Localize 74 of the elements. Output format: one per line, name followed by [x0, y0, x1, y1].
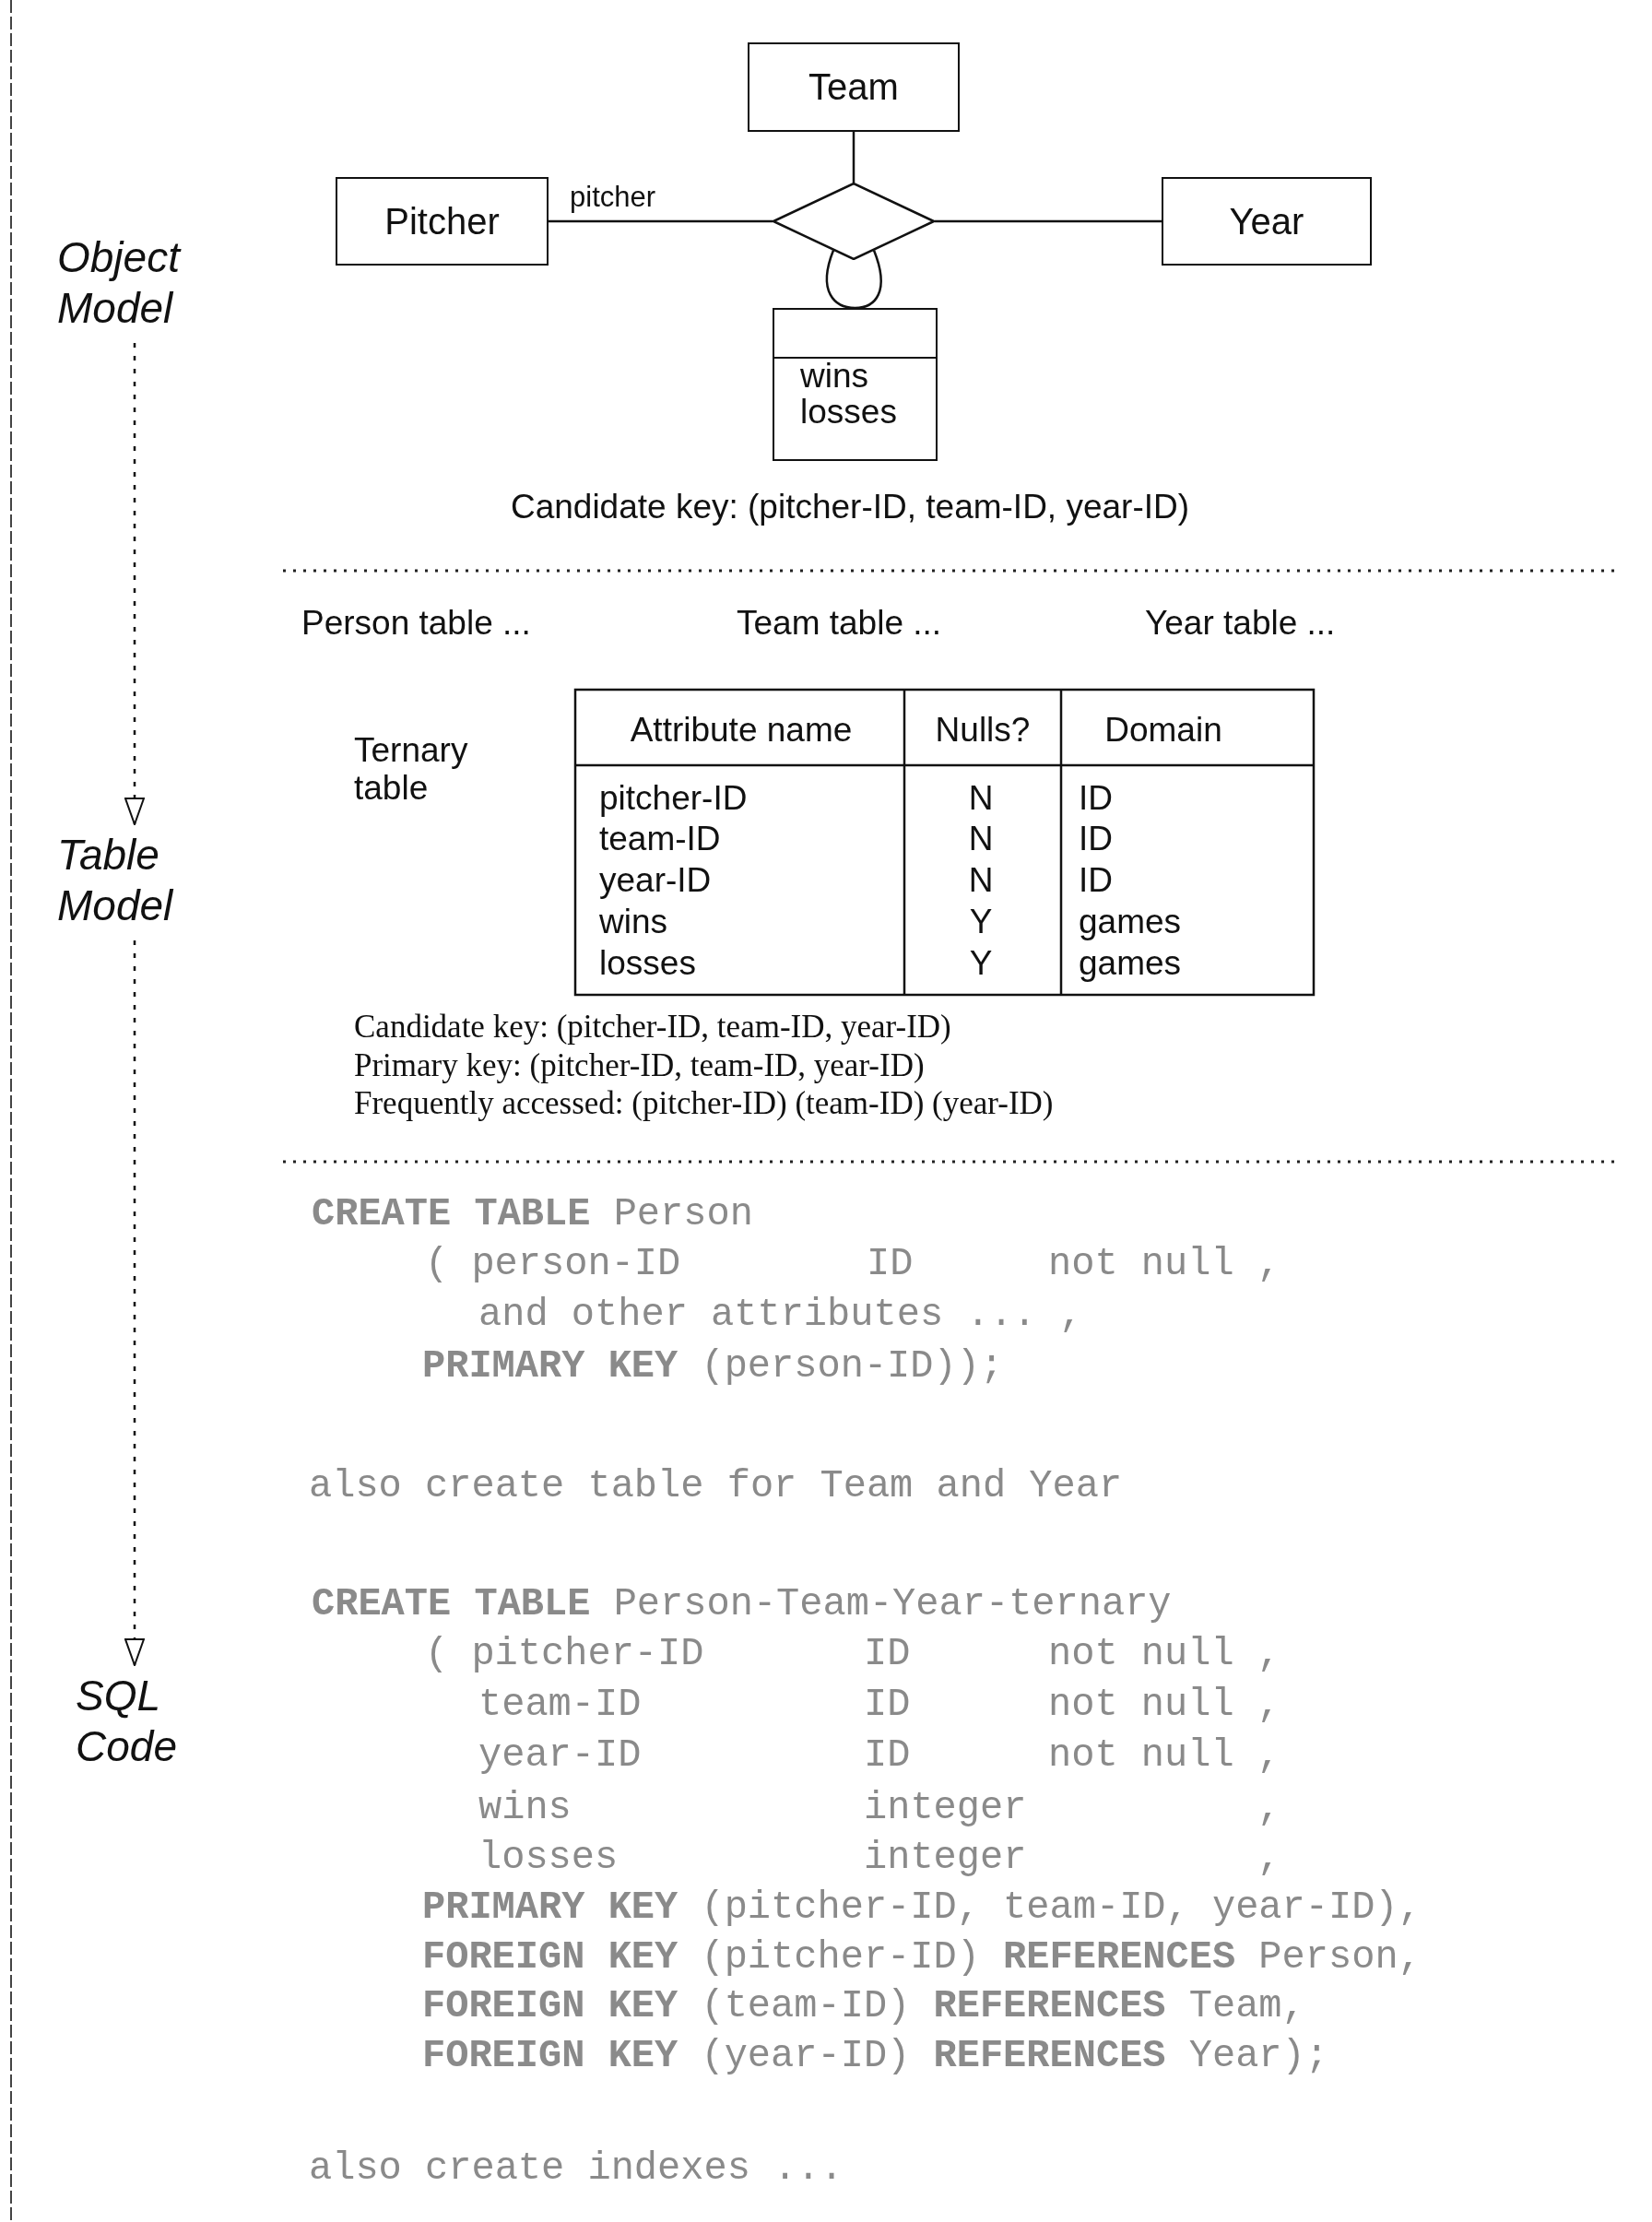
table-cell: N	[968, 779, 994, 818]
table-cell: ID	[1079, 861, 1113, 900]
connector-line	[825, 249, 882, 310]
key-note: Frequently accessed: (pitcher-ID) (team-ID) (year-ID)	[354, 1085, 1054, 1122]
section-label: Object Model	[57, 232, 180, 335]
column-header: Nulls?	[935, 711, 1031, 750]
code-line: ( person-ID	[425, 1242, 681, 1286]
column-header: Attribute name	[630, 711, 853, 750]
code-line: wins	[478, 1786, 572, 1830]
key-note: Primary key: (pitcher-ID, team-ID, year-ID)	[354, 1047, 925, 1084]
code-line: also create table for Team and Year	[309, 1464, 1123, 1508]
attribute-name: wins	[800, 359, 869, 395]
code-line: CREATE TABLE Person	[312, 1192, 753, 1236]
table-cell: ID	[1079, 779, 1113, 818]
table-cell: pitcher-ID	[599, 779, 748, 818]
relationship-diamond	[773, 183, 935, 260]
flow-arrow	[124, 343, 145, 825]
entity-box	[748, 42, 960, 132]
link-attribute-box	[773, 308, 938, 461]
code-line: team-ID	[478, 1683, 642, 1727]
entity-name: Year	[1229, 200, 1304, 242]
table-cell: N	[968, 820, 994, 858]
table-cell: team-ID	[599, 820, 721, 858]
connector-line	[549, 219, 773, 223]
connector-line	[935, 219, 1162, 223]
code-line: PRIMARY KEY (pitcher-ID, team-ID, year-ID),	[422, 1885, 1422, 1930]
table-cell: N	[968, 861, 994, 900]
code-line: integer	[864, 1836, 1027, 1880]
table-cell: losses	[599, 944, 696, 983]
table-cell: Y	[969, 903, 993, 941]
table-cell: Y	[969, 944, 993, 983]
code-line: ID	[864, 1632, 911, 1676]
code-line: losses	[478, 1836, 619, 1880]
entity-box	[336, 177, 549, 266]
code-line: ID	[864, 1733, 911, 1778]
code-line: ID	[867, 1242, 914, 1286]
entity-name: Pitcher	[384, 200, 500, 242]
code-line: not null ,	[1048, 1733, 1281, 1778]
table-cell: year-ID	[599, 861, 712, 900]
table-caption: Ternary table	[354, 732, 468, 808]
code-line: ID	[864, 1683, 911, 1727]
attribute-name: losses	[800, 394, 897, 431]
code-line: FOREIGN KEY (team-ID) REFERENCES Team,	[422, 1984, 1305, 2028]
entity-name: Team	[808, 66, 899, 108]
flow-arrow	[124, 940, 145, 1666]
code-line: PRIMARY KEY (person-ID));	[422, 1344, 1004, 1389]
key-note: Candidate key: (pitcher-ID, team-ID, year-ID)	[510, 488, 1190, 526]
code-line: ,	[1257, 1836, 1281, 1880]
code-line: integer	[864, 1786, 1027, 1830]
table-note: Person table ...	[301, 604, 531, 643]
table-cell: games	[1079, 903, 1182, 941]
code-line: and other attributes ... ,	[478, 1293, 1083, 1337]
code-line: not null ,	[1048, 1632, 1281, 1676]
code-line: not null ,	[1048, 1683, 1281, 1727]
table-cell: games	[1079, 944, 1182, 983]
code-line: FOREIGN KEY (pitcher-ID) REFERENCES Person,	[422, 1935, 1422, 1980]
key-note: Candidate key: (pitcher-ID, team-ID, year-ID)	[354, 1009, 951, 1046]
section-label: SQL Code	[76, 1671, 177, 1773]
code-line: not null ,	[1048, 1242, 1281, 1286]
connector-line	[852, 132, 856, 183]
code-line: FOREIGN KEY (year-ID) REFERENCES Year);	[422, 2034, 1328, 2078]
code-line: ,	[1257, 1786, 1281, 1830]
code-line: year-ID	[478, 1733, 642, 1778]
table-note: Year table ...	[1145, 604, 1336, 643]
table-cell: ID	[1079, 820, 1113, 858]
section-label: Table Model	[57, 830, 173, 932]
column-header: Domain	[1104, 711, 1222, 750]
edge-label: pitcher	[570, 183, 656, 211]
entity-box	[1162, 177, 1372, 266]
table-cell: wins	[599, 903, 668, 941]
code-line: ( pitcher-ID	[425, 1632, 704, 1676]
table-note: Team table ...	[737, 604, 942, 643]
code-line: CREATE TABLE Person-Team-Year-ternary	[312, 1582, 1172, 1626]
code-line: also create indexes ...	[309, 2146, 844, 2191]
